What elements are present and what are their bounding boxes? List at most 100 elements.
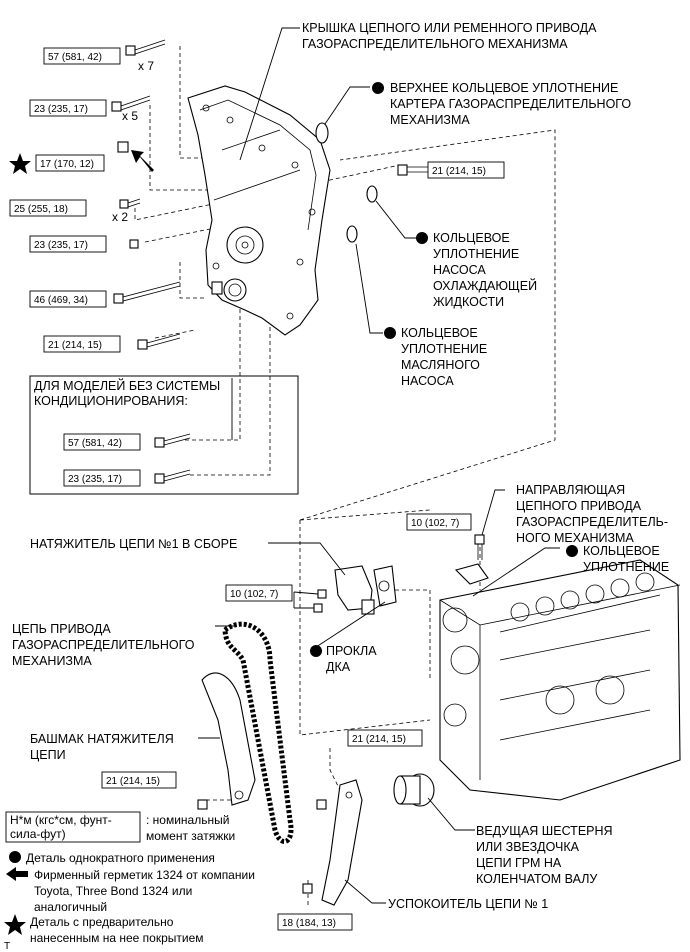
bolt-13 <box>316 799 327 810</box>
svg-text:аналогичный: аналогичный <box>34 900 107 914</box>
svg-text:ГАЗОРАСПРЕДЕЛИТЕЛЬНОГО МЕХАНИЗ: ГАЗОРАСПРЕДЕЛИТЕЛЬНОГО МЕХАНИЗМА <box>302 37 568 51</box>
callout-water-pump-o-ring: КОЛЬЦЕВОЕ УПЛОТНЕНИЕ НАСОСА ОХЛАЖДАЮЩЕЙ … <box>416 231 537 309</box>
svg-text:НАПРАВЛЯЮЩАЯ: НАПРАВЛЯЮЩАЯ <box>516 483 625 497</box>
single-use-dot-icon <box>384 327 396 339</box>
crankshaft-sprocket <box>393 773 435 807</box>
legend: Н*м (кгс*см, фунт- сила-фут) : номинальн… <box>4 811 255 945</box>
oil-pump-o-ring <box>346 225 358 243</box>
star-icon <box>9 153 31 174</box>
torque-value: 23 (235, 17) <box>68 474 122 485</box>
svg-text:ЖИДКОСТИ: ЖИДКОСТИ <box>433 295 504 309</box>
quantity-label: x 2 <box>112 210 128 224</box>
svg-text:НАСОСА: НАСОСА <box>401 374 454 388</box>
svg-text:ВЕДУЩАЯ ШЕСТЕРНЯ: ВЕДУЩАЯ ШЕСТЕРНЯ <box>476 824 613 838</box>
callout-gasket: ПРОКЛА ДКА <box>310 644 377 674</box>
svg-text:ГАЗОРАСПРЕДЕЛИТЕЛЬНОГО: ГАЗОРАСПРЕДЕЛИТЕЛЬНОГО <box>12 638 195 652</box>
svg-text:НАСОСА: НАСОСА <box>433 263 486 277</box>
star-icon <box>4 914 26 935</box>
svg-text:УСПОКОИТЕЛЬ ЦЕПИ № 1: УСПОКОИТЕЛЬ ЦЕПИ № 1 <box>388 897 548 911</box>
torque-21-cover: 21 (214, 15) <box>43 335 121 353</box>
svg-text:ГАЗОРАСПРЕДЕЛИТЕЛЬ-: ГАЗОРАСПРЕДЕЛИТЕЛЬ- <box>516 515 668 529</box>
bolt-14 <box>197 799 208 810</box>
svg-text:ЦЕПИ ГРМ НА: ЦЕПИ ГРМ НА <box>476 856 562 870</box>
no-ac-models-box: ДЛЯ МОДЕЛЕЙ БЕЗ СИСТЕМЫ КОНДИЦИОНИРОВАНИ… <box>29 375 299 495</box>
torque-value: 25 (255, 18) <box>14 204 68 215</box>
bolt-4 <box>119 198 141 209</box>
footnote-mark: T <box>4 941 10 952</box>
single-use-dot-icon <box>416 232 428 244</box>
svg-text:Н*м (кгс*см, фунт-: Н*м (кгс*см, фунт- <box>10 813 112 827</box>
callout-sprocket: ВЕДУЩАЯ ШЕСТЕРНЯ ИЛИ ЗВЕЗДОЧКА ЦЕПИ ГРМ … <box>476 824 613 886</box>
bolt-10 <box>154 469 191 484</box>
callout-chain: ЦЕПЬ ПРИВОДА ГАЗОРАСПРЕДЕЛИТЕЛЬНОГО МЕХА… <box>12 622 195 668</box>
callout-cover: КРЫШКА ЦЕПНОГО ИЛИ РЕМЕННОГО ПРИВОДА ГАЗ… <box>302 21 597 51</box>
bolt-11 <box>474 534 485 560</box>
svg-text:КРЫШКА ЦЕПНОГО ИЛИ РЕМЕННОГО П: КРЫШКА ЦЕПНОГО ИЛИ РЕМЕННОГО ПРИВОДА <box>302 21 597 35</box>
callout-tensioner: НАТЯЖИТЕЛЬ ЦЕПИ №1 В СБОРЕ <box>30 537 237 551</box>
torque-value: 23 (235, 17) <box>34 104 88 115</box>
svg-text:ЦЕПИ: ЦЕПИ <box>30 748 66 762</box>
svg-text:ПРОКЛА: ПРОКЛА <box>326 644 377 658</box>
timing-cover <box>187 85 331 336</box>
single-use-dot-icon <box>9 851 21 863</box>
bolt-5 <box>129 239 139 249</box>
svg-text:ЦЕПЬ ПРИВОДА: ЦЕПЬ ПРИВОДА <box>12 622 111 636</box>
engine-block <box>439 559 681 801</box>
torque-value: 18 (184, 13) <box>282 918 336 929</box>
svg-text:УПЛОТНЕНИЕ: УПЛОТНЕНИЕ <box>433 247 519 261</box>
bolts <box>111 39 485 894</box>
svg-text:БАШМАК НАТЯЖИТЕЛЯ: БАШМАК НАТЯЖИТЕЛЯ <box>30 732 174 746</box>
chain-guide <box>454 563 489 585</box>
water-pump-o-ring <box>366 185 378 203</box>
torque-17-precoated: 17 (170, 12) <box>9 153 105 174</box>
torque-value: 57 (581, 42) <box>48 52 102 63</box>
torque-value: 21 (214, 15) <box>106 776 160 787</box>
callout-chain-guide: НАПРАВЛЯЮЩАЯ ЦЕПНОГО ПРИВОДА ГАЗОРАСПРЕД… <box>516 483 668 545</box>
svg-text:ОХЛАЖДАЮЩЕЙ: ОХЛАЖДАЮЩЕЙ <box>433 278 537 293</box>
callout-slipper: БАШМАК НАТЯЖИТЕЛЯ ЦЕПИ <box>30 732 174 762</box>
bolt-7 <box>137 333 181 350</box>
torque-57-top: 57 (581, 42) x 7 <box>43 47 154 73</box>
torque-value: 10 (102, 7) <box>230 589 278 600</box>
callout-upper-o-ring: ВЕРХНЕЕ КОЛЬЦЕВОЕ УПЛОТНЕНИЕ КАРТЕРА ГАЗ… <box>372 81 631 127</box>
bolt-12b <box>313 603 323 613</box>
bolt-12a <box>317 589 327 599</box>
torque-value: 23 (235, 17) <box>34 240 88 251</box>
bolt-15 <box>302 883 313 894</box>
torque-value: 46 (469, 34) <box>34 295 88 306</box>
svg-text:ИЛИ ЗВЕЗДОЧКА: ИЛИ ЗВЕЗДОЧКА <box>476 840 580 854</box>
torque-46: 46 (469, 34) <box>29 290 107 308</box>
bolt-1 <box>125 39 166 56</box>
svg-text:МАСЛЯНОГО: МАСЛЯНОГО <box>401 358 480 372</box>
svg-text:ДКА: ДКА <box>326 660 351 674</box>
svg-text:КОЛЬЦЕВОЕ: КОЛЬЦЕВОЕ <box>433 231 510 245</box>
callout-damper: УСПОКОИТЕЛЬ ЦЕПИ № 1 <box>388 897 548 911</box>
svg-text:момент затяжки: момент затяжки <box>146 829 235 843</box>
no-ac-label: КОНДИЦИОНИРОВАНИЯ: <box>34 394 188 408</box>
leader-lines <box>198 27 560 904</box>
tensioner-gasket <box>373 565 397 607</box>
svg-text:Деталь с предварительно: Деталь с предварительно <box>30 915 174 929</box>
torque-value: 17 (170, 12) <box>40 159 94 170</box>
quantity-label: x 7 <box>138 59 154 73</box>
callout-oil-pump-o-ring: КОЛЬЦЕВОЕ УПЛОТНЕНИЕ МАСЛЯНОГО НАСОСА <box>384 326 487 388</box>
svg-text:УПЛОТНЕНИЕ: УПЛОТНЕНИЕ <box>583 560 669 574</box>
svg-text:МЕХАНИЗМА: МЕХАНИЗМА <box>12 654 92 668</box>
single-use-dot-icon <box>372 82 384 94</box>
torque-25: 25 (255, 18) x 2 <box>9 199 128 224</box>
torque-value: 57 (581, 42) <box>68 438 122 449</box>
svg-text:КОЛЕНЧАТОМ ВАЛУ: КОЛЕНЧАТОМ ВАЛУ <box>476 872 597 886</box>
bolt-2 <box>111 95 151 112</box>
tensioner-slipper <box>201 672 256 806</box>
svg-text:Фирменный герметик 1324 от ком: Фирменный герметик 1324 от компании <box>34 868 255 882</box>
o-rings <box>315 122 475 604</box>
torque-value: 10 (102, 7) <box>411 518 459 529</box>
no-ac-label: ДЛЯ МОДЕЛЕЙ БЕЗ СИСТЕМЫ <box>34 378 220 393</box>
svg-text:Toyota, Three Bond 1324 или: Toyota, Three Bond 1324 или <box>34 884 192 898</box>
chain-damper <box>321 779 363 906</box>
svg-text:нанесенным на нее покрытием: нанесенным на нее покрытием <box>30 931 204 945</box>
svg-text:ЦЕПНОГО ПРИВОДА: ЦЕПНОГО ПРИВОДА <box>516 499 642 513</box>
svg-text:КАРТЕРА ГАЗОРАСПРЕДЕЛИТЕЛЬНОГО: КАРТЕРА ГАЗОРАСПРЕДЕЛИТЕЛЬНОГО <box>390 97 631 111</box>
